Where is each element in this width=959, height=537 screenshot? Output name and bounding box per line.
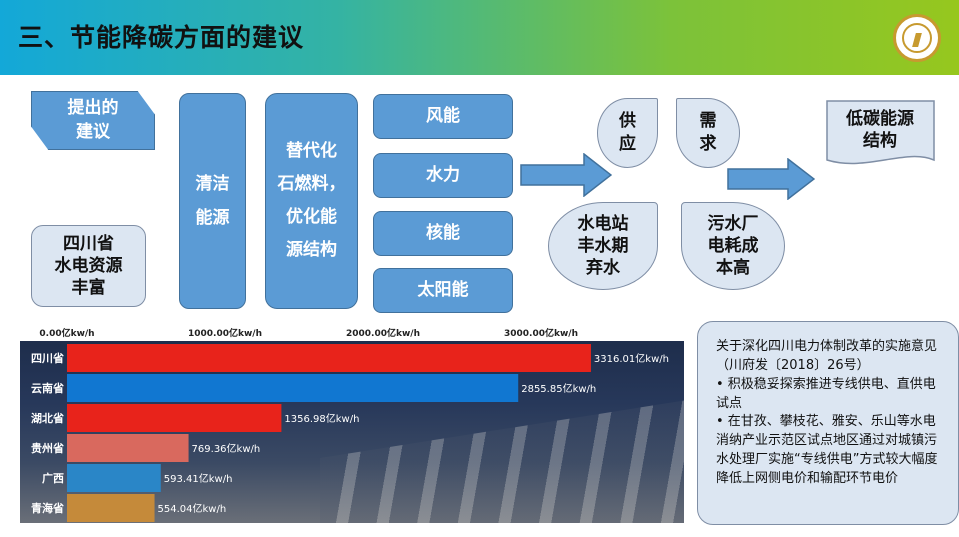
- low-carbon-box: 低碳能源 结构: [826, 104, 934, 156]
- category-label: 云南省: [31, 381, 64, 395]
- bar-value-label: 554.04亿kw/h: [158, 502, 227, 515]
- arrow-right-icon: [520, 153, 612, 197]
- energy-hydro-label: 水力: [426, 164, 460, 185]
- category-label: 广西: [42, 471, 64, 485]
- demand-box: 需 求: [676, 98, 740, 168]
- page-title: 三、节能降碳方面的建议: [18, 23, 305, 52]
- low-carbon-label: 低碳能源 结构: [846, 108, 914, 151]
- energy-wind-box: 风能: [373, 94, 513, 139]
- category-label: 四川省: [31, 351, 64, 365]
- bar-value-label: 769.36亿kw/h: [192, 442, 261, 455]
- sewage-plant-label: 污水厂 电耗成 本高: [707, 213, 759, 279]
- bar: [67, 404, 282, 432]
- bar-value-label: 1356.98亿kw/h: [284, 412, 359, 425]
- clean-energy-box: 清洁 能源: [179, 93, 246, 309]
- energy-solar-label: 太阳能: [417, 279, 469, 300]
- bar-value-label: 3316.01亿kw/h: [594, 352, 669, 365]
- replace-fuel-box: 替代化 石燃料， 优化能 源结构: [265, 93, 358, 309]
- policy-note-box: 关于深化四川电力体制改革的实施意见（川府发〔2018〕26号） • 积极稳妥探索…: [697, 321, 959, 525]
- chart-svg: 0.00亿kw/h 1000.00亿kw/h 2000.00亿kw/h 3000.00…: [20, 323, 684, 522]
- energy-nuclear-box: 核能: [373, 211, 513, 256]
- seal-inner-ring: [902, 23, 932, 53]
- supply-box: 供 应: [597, 98, 658, 168]
- policy-note-bullet-1: • 积极稳妥探索推进专线供电、直供电试点: [716, 376, 936, 411]
- energy-hydro-box: 水力: [373, 153, 513, 198]
- bar-value-label: 593.41亿kw/h: [164, 472, 233, 485]
- policy-note-bullet-2: • 在甘孜、攀枝花、雅安、乐山等水电消纳产业示范区试点地区通过对城镇污水处理厂实…: [716, 414, 938, 486]
- header-bar: 三、节能降碳方面的建议: [0, 0, 959, 75]
- sichuan-resource-label: 四川省 水电资源 丰富: [54, 233, 123, 299]
- chart-axis-strip: [20, 323, 684, 341]
- university-seal-icon: [893, 14, 941, 62]
- category-label: 湖北省: [31, 411, 64, 425]
- supply-label: 供 应: [619, 111, 636, 154]
- bar: [67, 494, 155, 522]
- hydro-station-label: 水电站 丰水期 弃水: [577, 213, 629, 279]
- sichuan-resource-box: 四川省 水电资源 丰富: [31, 225, 146, 307]
- proposal-tag-label: 提出的 建议: [67, 97, 119, 142]
- x-tick-label: 2000.00亿kw/h: [346, 327, 420, 339]
- hydro-power-chart: 0.00亿kw/h 1000.00亿kw/h 2000.00亿kw/h 3000.00…: [20, 323, 684, 523]
- energy-wind-label: 风能: [426, 105, 460, 126]
- energy-nuclear-label: 核能: [426, 222, 460, 243]
- energy-solar-box: 太阳能: [373, 268, 513, 313]
- low-carbon-document: [826, 100, 935, 165]
- bar: [67, 434, 189, 462]
- category-label: 青海省: [31, 501, 64, 515]
- sewage-plant-box: 污水厂 电耗成 本高: [681, 202, 785, 290]
- x-tick-label: 3000.00亿kw/h: [504, 327, 578, 339]
- x-tick-label: 1000.00亿kw/h: [188, 327, 262, 339]
- demand-label: 需 求: [699, 111, 717, 154]
- arrow-right-icon: [727, 158, 815, 200]
- x-tick-label: 0.00亿kw/h: [39, 327, 94, 339]
- bar-value-label: 2855.85亿kw/h: [521, 382, 596, 395]
- bar: [67, 374, 519, 402]
- replace-fuel-label: 替代化 石燃料， 优化能 源结构: [277, 140, 346, 261]
- hydro-station-box: 水电站 丰水期 弃水: [548, 202, 658, 290]
- clean-energy-label: 清洁 能源: [195, 174, 230, 228]
- proposal-tag: 提出的 建议: [31, 91, 155, 150]
- category-label: 贵州省: [31, 441, 64, 455]
- bar: [67, 344, 591, 372]
- bar: [67, 464, 161, 492]
- policy-note-title: 关于深化四川电力体制改革的实施意见（川府发〔2018〕26号）: [716, 339, 938, 373]
